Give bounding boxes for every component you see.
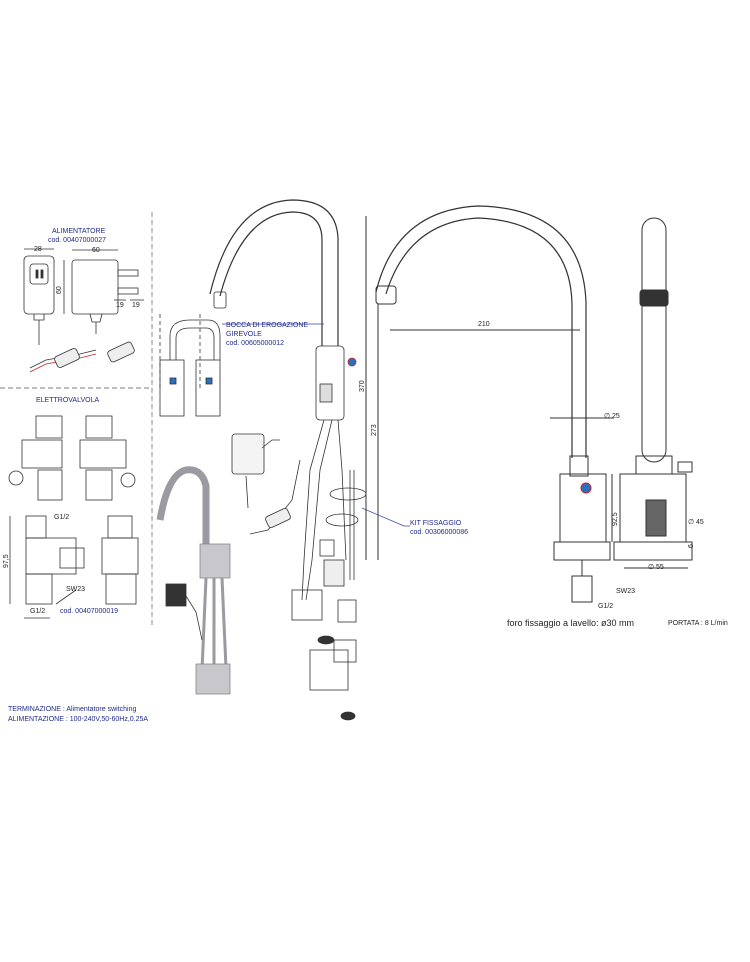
dim-sensor-diameter: ∅ 45 [688, 519, 704, 526]
dim-body-height: 92,5 [612, 512, 619, 526]
leaders [222, 323, 410, 527]
dim-thread: G1/2 [598, 603, 614, 610]
fixing-kit-title: KIT FISSAGGIO [410, 520, 462, 527]
spout-title-2: GIREVOLE [226, 331, 262, 338]
power-supply-drawing [23, 248, 144, 373]
note-flow: PORTATA : 8 L/min [668, 620, 728, 627]
power-supply-title: ALIMENTATORE [52, 228, 106, 235]
power-supply-dim-front: 28 [34, 246, 42, 253]
section-dividers [0, 212, 153, 625]
note-termination: TERMINAZIONE : Alimentatore switching [8, 706, 137, 713]
fixing-kit-code: cod. 00306000086 [410, 529, 468, 536]
dim-base-height: 6 [688, 544, 695, 548]
valve-dim-thread-top: G1/2 [54, 514, 70, 521]
dim-spout-height: 370 [359, 380, 366, 392]
power-supply-code: cod. 00407000027 [48, 237, 106, 244]
valve-dim-wrench: SW23 [66, 586, 86, 593]
power-supply-dim-height: 60 [56, 286, 63, 294]
spout-title-1: BOCCA DI EROGAZIONE [226, 322, 309, 329]
note-hole: foro fissaggio a lavello: ø30 mm [507, 618, 635, 628]
spout-code: cod. 00605000012 [226, 340, 284, 347]
dim-tube-diameter: ∅ 25 [604, 413, 620, 420]
dim-base-diameter: ∅ 55 [648, 564, 664, 571]
dim-wrench: SW23 [616, 588, 636, 595]
dim-reach: 210 [478, 321, 490, 328]
solenoid-valve-code: cod. 00407000019 [60, 608, 118, 615]
power-supply-dim-side: 60 [92, 247, 100, 254]
valve-dim-height: 97,5 [3, 554, 10, 568]
front-elevation [611, 217, 693, 569]
power-supply-dim-a: 19 [116, 302, 124, 309]
solenoid-valve-title: ELETTROVALVOLA [36, 397, 100, 404]
valve-dim-thread-bottom: G1/2 [30, 608, 46, 615]
side-elevation [365, 205, 614, 603]
dim-total-height: 273 [371, 424, 378, 436]
note-supply: ALIMENTAZIONE : 100-240V,50-60Hz,0.25A [8, 716, 149, 723]
exploded-view [156, 199, 367, 721]
solenoid-valve-drawings [8, 415, 139, 619]
power-supply-dim-b: 19 [132, 302, 140, 309]
